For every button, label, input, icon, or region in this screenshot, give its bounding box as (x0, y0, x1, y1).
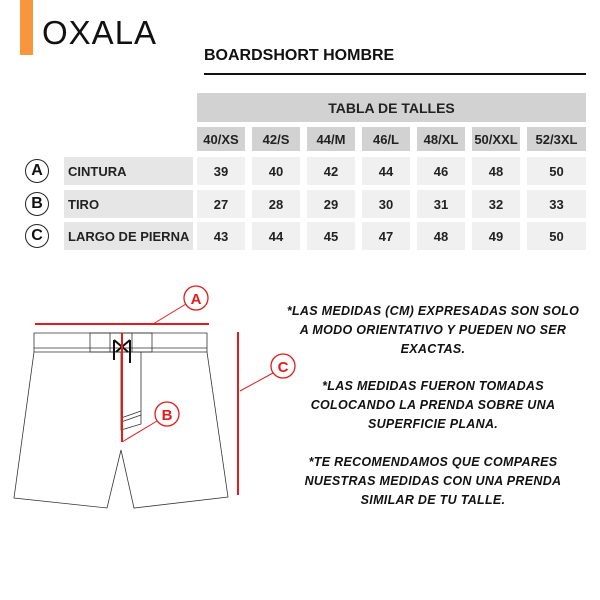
table-caption: TABLA DE TALLES (197, 93, 586, 122)
size-header: 44/M (307, 127, 355, 151)
table-cell: 44 (362, 157, 410, 185)
table-cell: 42 (307, 157, 355, 185)
page-title: BOARDSHORT HOMBRE (204, 47, 395, 64)
size-header: 40/XS (197, 127, 245, 151)
brand-logo: OXALA (42, 14, 158, 51)
table-cell: 50 (527, 222, 586, 250)
row-marker-a: A (25, 159, 49, 183)
marker-a: A (191, 291, 202, 308)
table-cell: 45 (307, 222, 355, 250)
size-header: 52/3XL (527, 127, 586, 151)
row-label: CINTURA (64, 157, 193, 185)
table-cell: 43 (197, 222, 245, 250)
table-cell: 29 (307, 190, 355, 218)
note-compare: *TE RECOMENDAMOS QUE COMPARES NUESTRAS M… (304, 455, 562, 507)
brand-accent-bar (20, 0, 33, 55)
table-cell: 27 (197, 190, 245, 218)
table-cell: 49 (472, 222, 520, 250)
marker-c: C (278, 359, 289, 376)
size-header: 48/XL (417, 127, 465, 151)
table-cell: 31 (417, 190, 465, 218)
note-orientative: *LAS MEDIDAS (CM) EXPRESADAS SON SOLO A … (286, 304, 580, 356)
size-header: 50/XXL (472, 127, 520, 151)
table-cell: 48 (472, 157, 520, 185)
size-header: 46/L (362, 127, 410, 151)
table-cell: 32 (472, 190, 520, 218)
table-cell: 39 (197, 157, 245, 185)
row-label: TIRO (64, 190, 193, 218)
table-cell: 47 (362, 222, 410, 250)
table-cell: 33 (527, 190, 586, 218)
row-marker-b: B (25, 192, 49, 216)
table-cell: 44 (252, 222, 300, 250)
row-label: LARGO DE PIERNA (64, 222, 193, 250)
row-marker-c: C (25, 224, 49, 248)
title-underline (204, 73, 586, 75)
table-cell: 28 (252, 190, 300, 218)
size-header: 42/S (252, 127, 300, 151)
table-cell: 40 (252, 157, 300, 185)
shorts-outline (13, 332, 229, 509)
marker-b: B (162, 407, 173, 424)
table-cell: 50 (527, 157, 586, 185)
table-cell: 46 (417, 157, 465, 185)
table-cell: 30 (362, 190, 410, 218)
note-flat-surface: *LAS MEDIDAS FUERON TOMADAS COLOCANDO LA… (310, 379, 556, 431)
table-cell: 48 (417, 222, 465, 250)
